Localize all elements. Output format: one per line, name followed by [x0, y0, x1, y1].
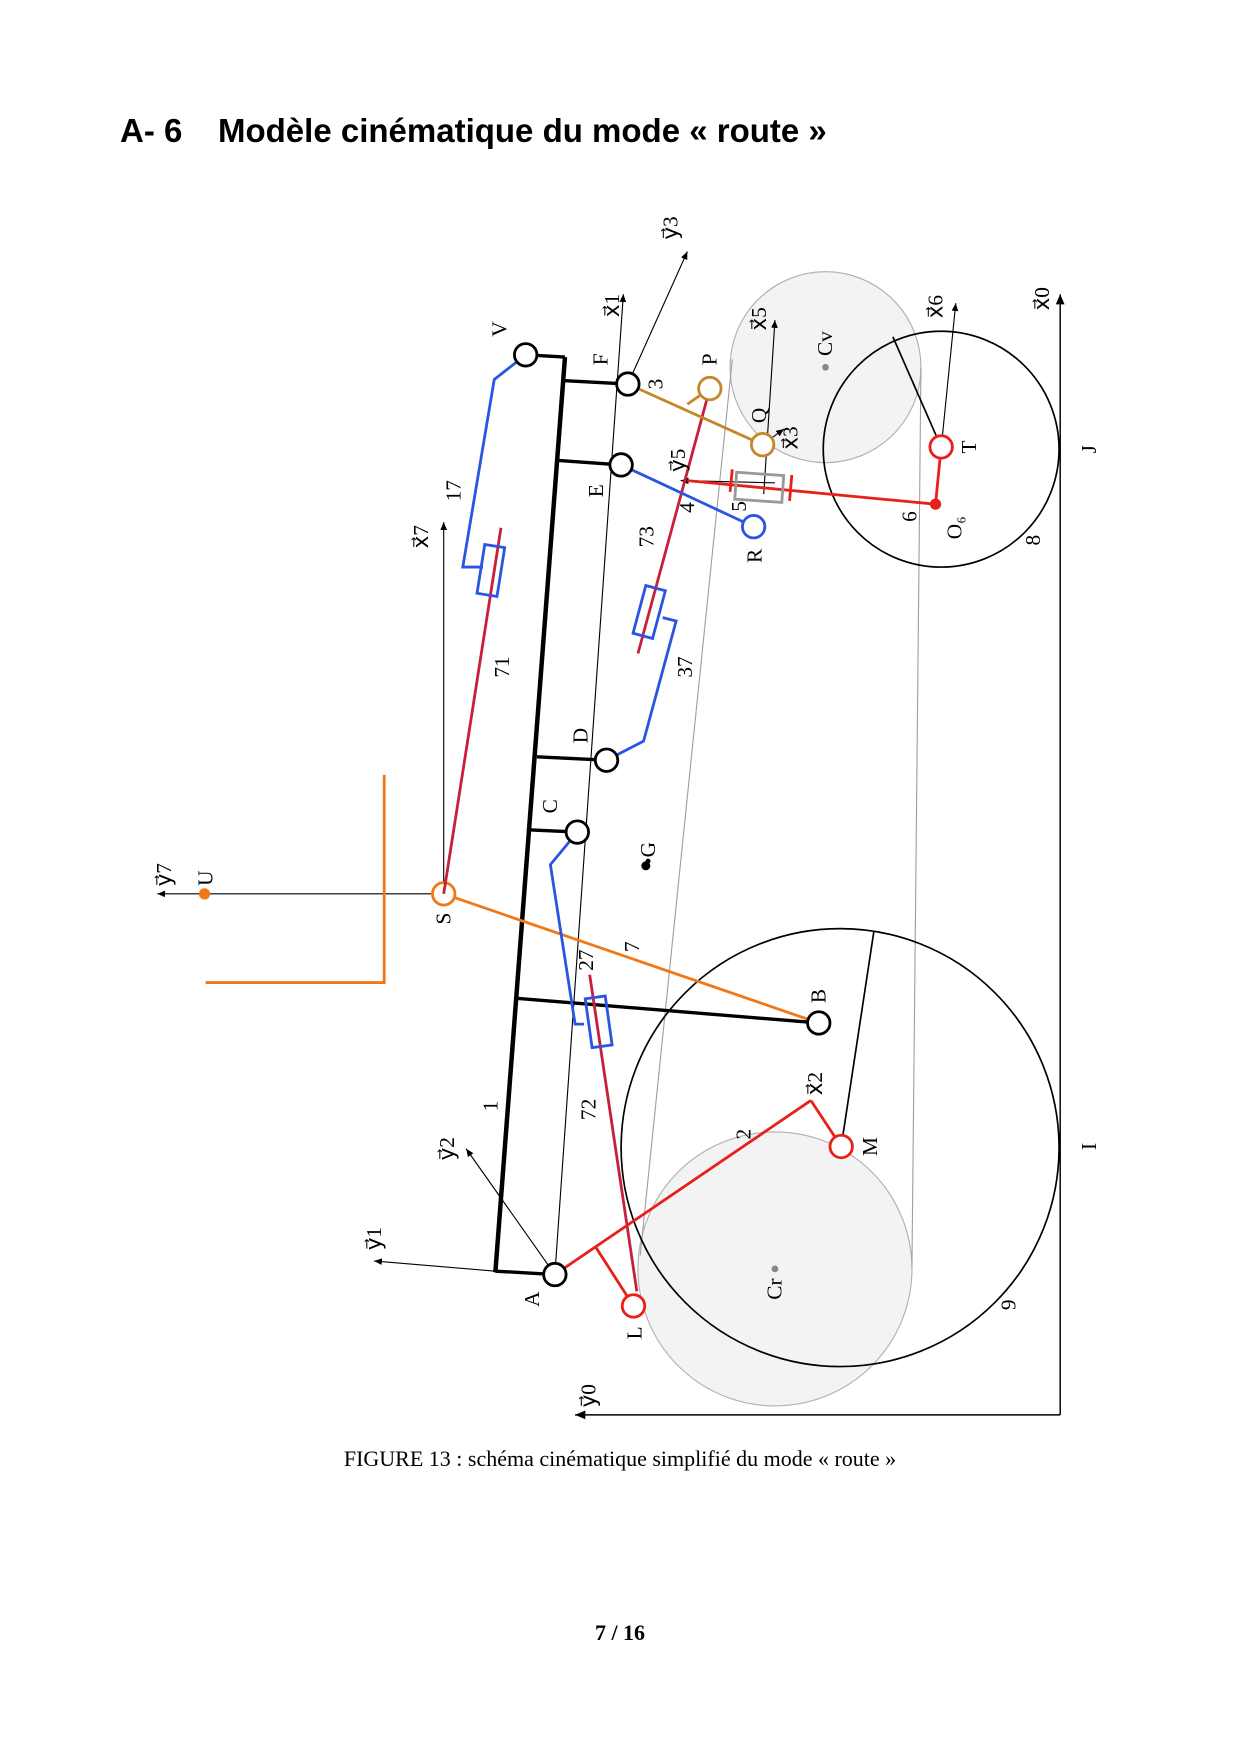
label-27: 27: [574, 949, 598, 971]
part-2-6-red: [554, 434, 954, 1319]
label-y3: y⃗3: [658, 216, 682, 239]
label-17: 17: [442, 480, 466, 502]
label-T: T: [957, 440, 981, 453]
label-C: C: [538, 799, 562, 813]
label-G: •G: [636, 842, 660, 865]
part-7-orange: [205, 774, 820, 1025]
label-y1: y⃗1: [362, 1227, 386, 1250]
label-x1: x⃗1: [600, 294, 624, 317]
diagram-labels: V F 3 P Q x⃗3 E y⃗5 4 5 R 17 x⃗7 73 37 7…: [152, 216, 1101, 1407]
label-E: E: [584, 484, 608, 497]
label-x6: x⃗6: [923, 295, 947, 319]
label-3: 3: [644, 379, 668, 390]
label-y2: y⃗2: [435, 1137, 459, 1160]
label-M: M: [858, 1137, 882, 1156]
label-J: J: [1077, 445, 1101, 453]
blue-cylinders: [461, 353, 767, 1050]
red-rods: [442, 388, 712, 1292]
label-D: D: [568, 728, 592, 743]
label-1: 1: [479, 1101, 503, 1112]
point-G: [641, 861, 651, 871]
label-L: L: [622, 1326, 646, 1339]
part-3-brown: [627, 375, 776, 458]
label-Cv: Cv: [813, 331, 837, 356]
wheel-8: [822, 330, 1060, 568]
label-Cr: Cr: [763, 1278, 787, 1299]
section-title: Modèle cinématique du mode « route »: [218, 112, 827, 149]
figure-caption: FIGURE 13 : schéma cinématique simplifié…: [343, 1446, 897, 1471]
label-9: 9: [996, 1299, 1020, 1310]
label-F: F: [589, 353, 613, 365]
point-O6: [929, 498, 942, 510]
label-6: 6: [897, 511, 921, 522]
point-U: [198, 888, 211, 900]
label-71: 71: [490, 656, 514, 677]
label-P: P: [698, 353, 722, 365]
label-73: 73: [635, 526, 659, 547]
label-A: A: [520, 1291, 544, 1307]
label-x0: x⃗0: [1030, 287, 1054, 310]
label-y0: y⃗0: [576, 1384, 600, 1407]
label-8: 8: [1021, 535, 1045, 546]
label-2: 2: [731, 1129, 755, 1140]
label-x3: x⃗3: [778, 426, 802, 449]
joints: [513, 342, 832, 1288]
label-R: R: [742, 548, 766, 563]
label-x2: x⃗2: [803, 1072, 827, 1095]
label-x5: x⃗5: [747, 307, 771, 330]
label-x7: x⃗7: [409, 525, 433, 549]
label-I: I: [1077, 1143, 1101, 1150]
label-72: 72: [576, 1099, 600, 1120]
slider-5: [733, 470, 786, 504]
label-B: B: [806, 989, 830, 1003]
label-y5: y⃗5: [666, 449, 690, 472]
label-U: U: [193, 870, 217, 885]
label-4: 4: [675, 502, 699, 513]
label-V: V: [488, 321, 512, 337]
label-7: 7: [620, 941, 644, 952]
label-5: 5: [727, 501, 751, 512]
label-O6: O₆: [942, 516, 966, 539]
ground-frame-0: [575, 294, 1065, 1420]
section-number: A- 6: [120, 112, 183, 149]
page-number: 7 / 16: [594, 1620, 646, 1645]
label-37: 37: [673, 656, 697, 678]
track-pulleys: [637, 271, 922, 1407]
wheel-9: [620, 927, 1060, 1368]
label-y7: y⃗7: [152, 863, 176, 887]
label-S: S: [431, 913, 455, 925]
section-heading: A- 6 Modèle cinématique du mode « route »: [120, 112, 827, 150]
label-Q: Q: [747, 407, 771, 423]
